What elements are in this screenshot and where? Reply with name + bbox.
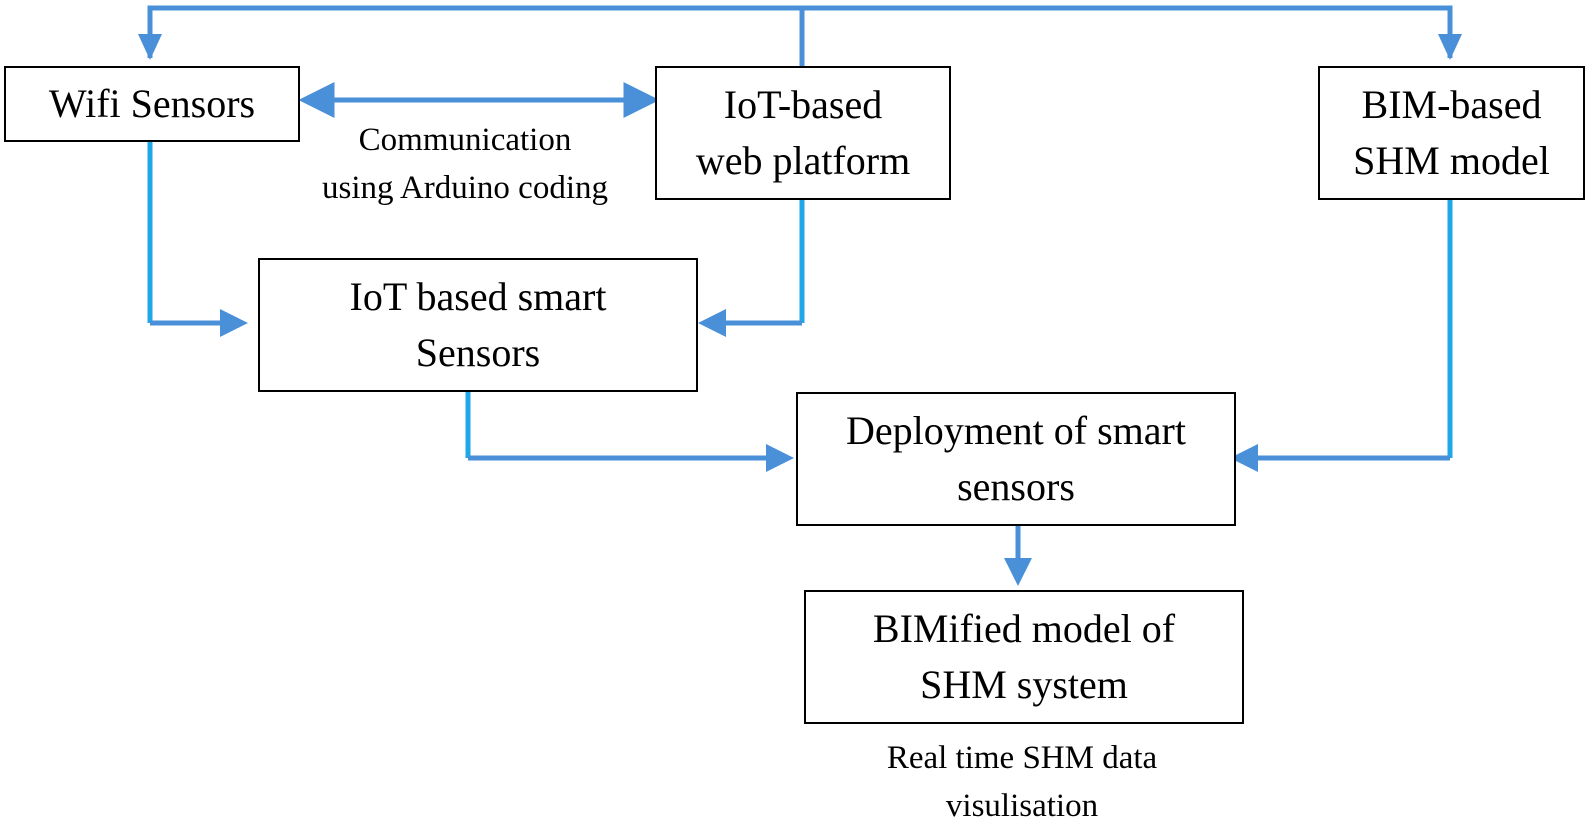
- node-iot-web-platform-line-2: web platform: [695, 138, 911, 183]
- node-iot-web-platform: IoT-based web platform: [655, 66, 951, 200]
- arrowhead-left: [298, 81, 335, 119]
- note-communication-line-2: using Arduino coding: [322, 170, 608, 206]
- node-bim-shm-model-line-1: BIM-based: [1361, 82, 1542, 127]
- node-iot-smart-sensors-line-1: IoT based smart: [349, 274, 607, 319]
- note-communication-line-1: Communication: [358, 122, 572, 158]
- node-iot-web-platform-line-1: IoT-based: [723, 82, 883, 127]
- node-wifi-sensors-line-1: Wifi Sensors: [48, 81, 256, 126]
- note-visualisation: Real time SHM data visulisation: [822, 734, 1222, 830]
- connector-platform-to-smart-sensors: [698, 200, 805, 337]
- node-deployment-line-1: Deployment of smart: [846, 408, 1186, 453]
- arrowhead-right: [623, 81, 660, 119]
- connector-platform-to-wifi: [138, 5, 805, 66]
- node-wifi-sensors: Wifi Sensors: [4, 66, 300, 142]
- node-iot-smart-sensors-line-2: Sensors: [415, 330, 541, 375]
- node-bimified-model-line-1: BIMified model of: [872, 606, 1176, 651]
- node-deployment: Deployment of smart sensors: [796, 392, 1236, 526]
- connector-top-distribution: [138, 5, 1462, 66]
- node-iot-smart-sensors: IoT based smart Sensors: [258, 258, 698, 392]
- node-bim-shm-model: BIM-based SHM model: [1318, 66, 1585, 200]
- connector-smart-sensors-to-deployment: [465, 392, 794, 472]
- node-bimified-model-line-2: SHM system: [920, 662, 1128, 707]
- node-deployment-line-2: sensors: [957, 464, 1075, 509]
- connector-communication: [298, 81, 660, 119]
- connector-bim-to-deployment: [1230, 200, 1453, 472]
- node-bimified-model: BIMified model of SHM system: [804, 590, 1244, 724]
- connector-wifi-to-smart-sensors: [147, 142, 248, 337]
- connector-platform-to-bim: [802, 5, 1462, 60]
- note-communication: Communication using Arduino coding: [270, 116, 660, 212]
- note-visualisation-line-1: Real time SHM data: [886, 740, 1158, 776]
- node-bim-shm-model-line-2: SHM model: [1353, 138, 1550, 183]
- connector-deployment-to-bimified: [1004, 526, 1032, 586]
- note-visualisation-line-2: visulisation: [945, 788, 1099, 824]
